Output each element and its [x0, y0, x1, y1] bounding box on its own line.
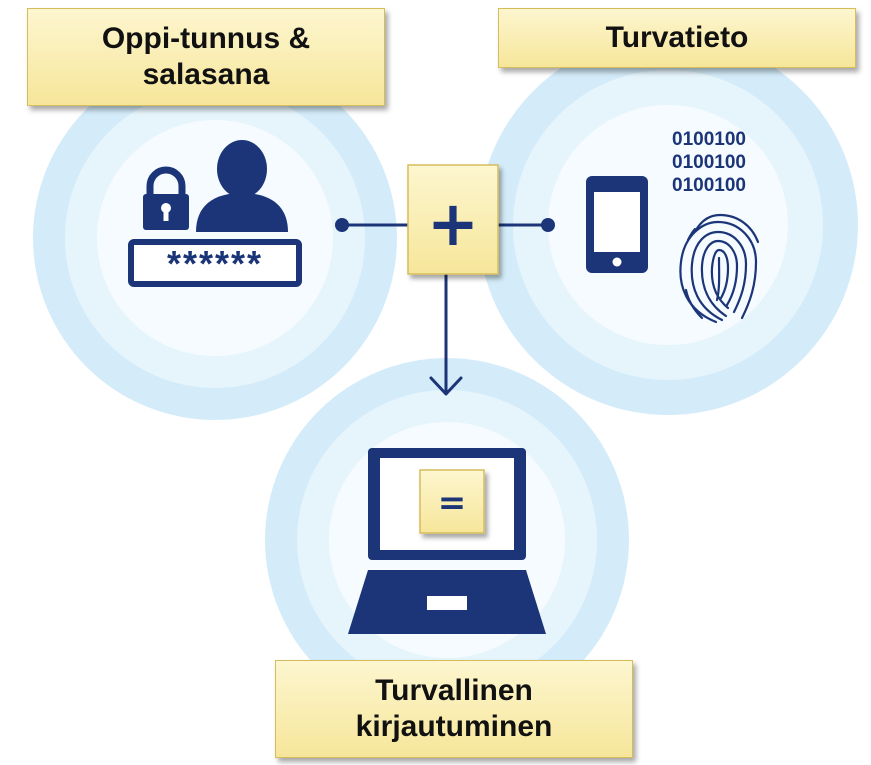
- credentials-label: Oppi-tunnus & salasana: [27, 8, 385, 106]
- password-field-icon: ******: [128, 239, 302, 287]
- plus-sign: +: [427, 187, 479, 260]
- security-info-label: Turvatieto: [498, 8, 856, 68]
- credentials-circle: [33, 56, 397, 420]
- equals-sign: =: [438, 483, 467, 523]
- security-info-text: Turvatieto: [605, 21, 749, 54]
- security-circle: [478, 35, 858, 415]
- connector-dot-left: [335, 218, 349, 232]
- fingerprint-icon: [679, 213, 760, 324]
- plus-box: +: [407, 164, 499, 275]
- phone-icon: [586, 176, 648, 273]
- laptop-icon: [348, 448, 546, 634]
- binary-row: 0100100: [672, 129, 746, 150]
- connector-dot-right: [541, 218, 555, 232]
- binary-row: 0100100: [672, 175, 746, 196]
- password-mask-text: ******: [167, 243, 263, 284]
- arrow-down-icon: [429, 376, 463, 396]
- result-label-line2: kirjautuminen: [355, 710, 553, 743]
- binary-code: 0100100 0100100 0100100: [672, 129, 746, 196]
- user-icon: [196, 140, 288, 232]
- result-label: Turvallinen kirjautuminen: [275, 660, 633, 758]
- lock-icon: [143, 166, 189, 230]
- credentials-label-line1: Oppi-tunnus &: [101, 22, 311, 55]
- binary-row: 0100100: [672, 152, 746, 173]
- equals-box: =: [419, 469, 485, 534]
- credentials-label-line2: salasana: [142, 58, 270, 91]
- result-label-line1: Turvallinen: [375, 674, 533, 707]
